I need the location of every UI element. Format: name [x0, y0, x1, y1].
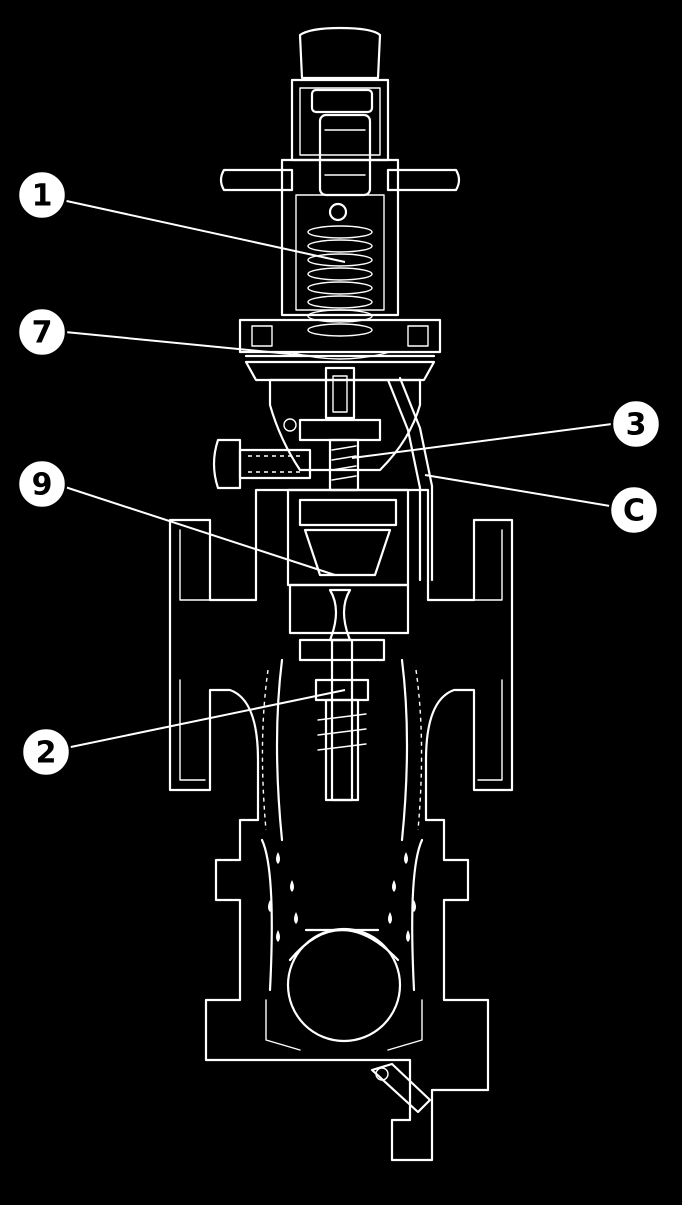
- outlet-port: [265, 927, 423, 1051]
- callouts: 1 7 3 9 C 2: [16, 169, 662, 778]
- leader-3: [351, 423, 613, 459]
- callout-7: 7: [16, 306, 68, 358]
- callout-label-C: C: [623, 494, 645, 529]
- callout-label-7: 7: [32, 316, 53, 351]
- handle-arms: [219, 168, 461, 192]
- main-valve-body: [168, 488, 514, 1162]
- pilot-valve: [328, 438, 360, 492]
- callout-label-1: 1: [32, 179, 53, 214]
- callout-9: 9: [16, 458, 68, 510]
- pilot-body: [268, 366, 422, 472]
- callout-C: C: [608, 484, 660, 536]
- inlet-plug: [212, 438, 312, 490]
- main-valve-stem: [298, 638, 386, 802]
- leader-7: [64, 331, 311, 357]
- callout-2: 2: [20, 726, 72, 778]
- pressure-channel: [386, 376, 434, 582]
- bonnet-flange: [238, 318, 442, 354]
- droplets: [268, 852, 416, 942]
- flow-passage: [260, 658, 424, 992]
- drain-valve: [370, 1062, 432, 1114]
- callout-label-9: 9: [32, 468, 53, 503]
- callout-1: 1: [16, 169, 68, 221]
- callout-label-2: 2: [36, 736, 57, 771]
- callout-label-3: 3: [626, 408, 647, 443]
- leader-C: [424, 474, 611, 507]
- leader-1: [61, 199, 346, 263]
- leader-2: [65, 689, 346, 749]
- leader-9: [61, 485, 336, 576]
- main-piston: [286, 488, 410, 642]
- adjusting-cap: [290, 26, 390, 197]
- main-spring: [307, 225, 373, 337]
- callout-3: 3: [610, 398, 662, 450]
- spring-bonnet: [280, 158, 400, 317]
